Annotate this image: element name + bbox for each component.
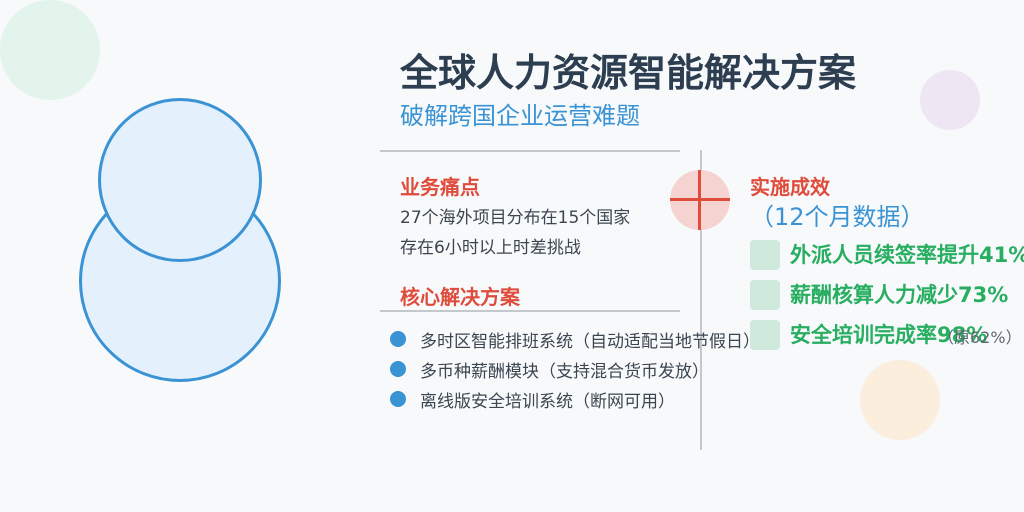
results-period: （12个月数据） (750, 203, 925, 231)
divider-vertical (700, 150, 702, 450)
pain-points-heading: 业务痛点 (400, 175, 480, 199)
bullet-dot-icon (390, 331, 406, 347)
solutions-heading: 核心解决方案 (400, 285, 520, 309)
decorative-circle-purple (920, 70, 980, 130)
page-title: 全球人力资源智能解决方案 (400, 51, 857, 95)
crosshair-vertical (698, 170, 701, 230)
result-item-text: 安全培训完成率98% (790, 323, 988, 347)
result-marker-icon (750, 280, 780, 310)
pain-point-line: 存在6小时以上时差挑战 (400, 238, 581, 258)
result-item-text: 外派人员续签率提升41% (790, 243, 1024, 267)
result-note: （原62%） (938, 328, 1022, 347)
divider-top (380, 150, 680, 152)
crosshair-connector-icon (670, 170, 730, 230)
solution-item-text: 多时区智能排班系统（自动适配当地节假日） (420, 332, 760, 352)
page-subtitle: 破解跨国企业运营难题 (400, 102, 640, 130)
bullet-dot-icon (390, 361, 406, 377)
pain-point-line: 27个海外项目分布在15个国家 (400, 208, 631, 228)
decorative-circle-orange (860, 360, 940, 440)
solution-item-text: 离线版安全培训系统（断网可用） (420, 392, 675, 412)
results-heading: 实施成效 (750, 175, 830, 199)
bullet-dot-icon (390, 391, 406, 407)
divider-middle (380, 310, 680, 312)
diagram-circle-upper (98, 98, 262, 262)
solution-item-text: 多币种薪酬模块（支持混合货币发放） (420, 362, 709, 382)
result-marker-icon (750, 240, 780, 270)
decorative-circle-green (0, 0, 100, 100)
result-item-text: 薪酬核算人力减少73% (790, 283, 1009, 307)
result-marker-icon (750, 320, 780, 350)
